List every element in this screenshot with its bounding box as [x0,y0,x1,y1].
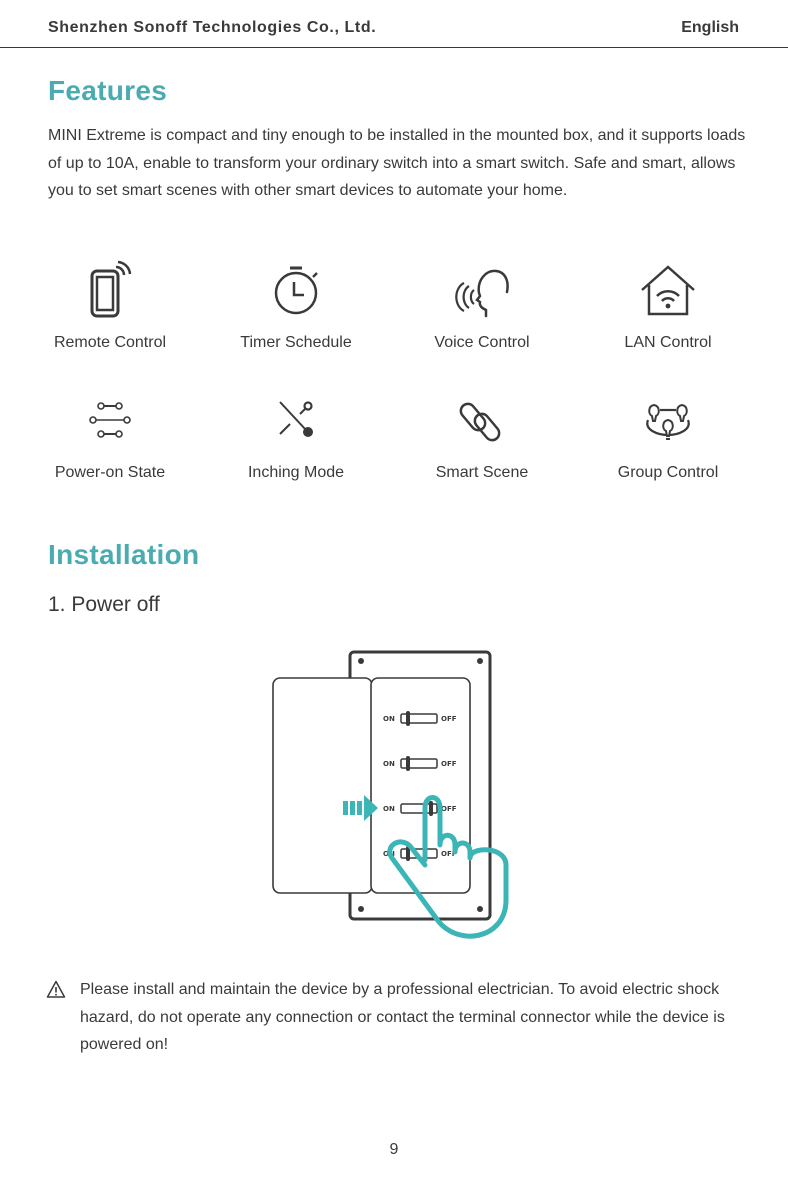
svg-text:OFF: OFF [441,760,457,768]
bulb-group-icon [575,390,761,450]
feature-label: Inching Mode [247,464,345,481]
feature-label: Power-on State [54,464,166,481]
language-label: English [681,19,739,36]
feature-label: Voice Control [434,334,530,351]
feature-remote-control: Remote Control [17,260,203,352]
company-name: Shenzhen Sonoff Technologies Co., Ltd. [48,19,377,36]
feature-label: Timer Schedule [240,334,352,351]
stopwatch-icon [203,260,389,320]
feature-group-control: Group Control [575,390,761,482]
feature-timer-schedule: Timer Schedule [203,260,389,352]
feature-label: Smart Scene [435,464,529,481]
svg-text:ON: ON [383,715,395,723]
installation-heading: Installation [48,539,200,570]
feature-label: Group Control [617,464,719,481]
feature-label: LAN Control [624,334,712,351]
link-chain-icon [389,390,575,450]
step-1-title: 1. Power off [48,593,160,616]
svg-text:OFF: OFF [441,850,457,858]
feature-power-on-state: Power-on State [17,390,203,482]
home-wifi-icon [575,260,761,320]
features-heading: Features [48,75,168,106]
svg-text:OFF: OFF [441,805,457,813]
feature-lan-control: LAN Control [575,260,761,352]
svg-text:ON: ON [383,760,395,768]
inching-switch-icon [203,390,389,450]
feature-inching-mode: Inching Mode [203,390,389,482]
page-header: Shenzhen Sonoff Technologies Co., Ltd. E… [0,0,788,48]
svg-text:OFF: OFF [441,715,457,723]
warning-text: Please install and maintain the device b… [80,981,725,1053]
svg-text:ON: ON [383,805,395,813]
power-on-state-icon [17,390,203,450]
feature-smart-scene: Smart Scene [389,390,575,482]
voice-head-icon [389,260,575,320]
warning-triangle-icon [46,980,66,1004]
power-off-illustration: ON OFF ON OFF ON OFF ON OFF [260,640,520,945]
features-description: MINI Extreme is compact and tiny enough … [48,127,746,199]
feature-voice-control: Voice Control [389,260,575,352]
feature-label: Remote Control [53,334,167,351]
page-number: 9 [389,1141,399,1158]
remote-phone-icon [17,260,203,320]
